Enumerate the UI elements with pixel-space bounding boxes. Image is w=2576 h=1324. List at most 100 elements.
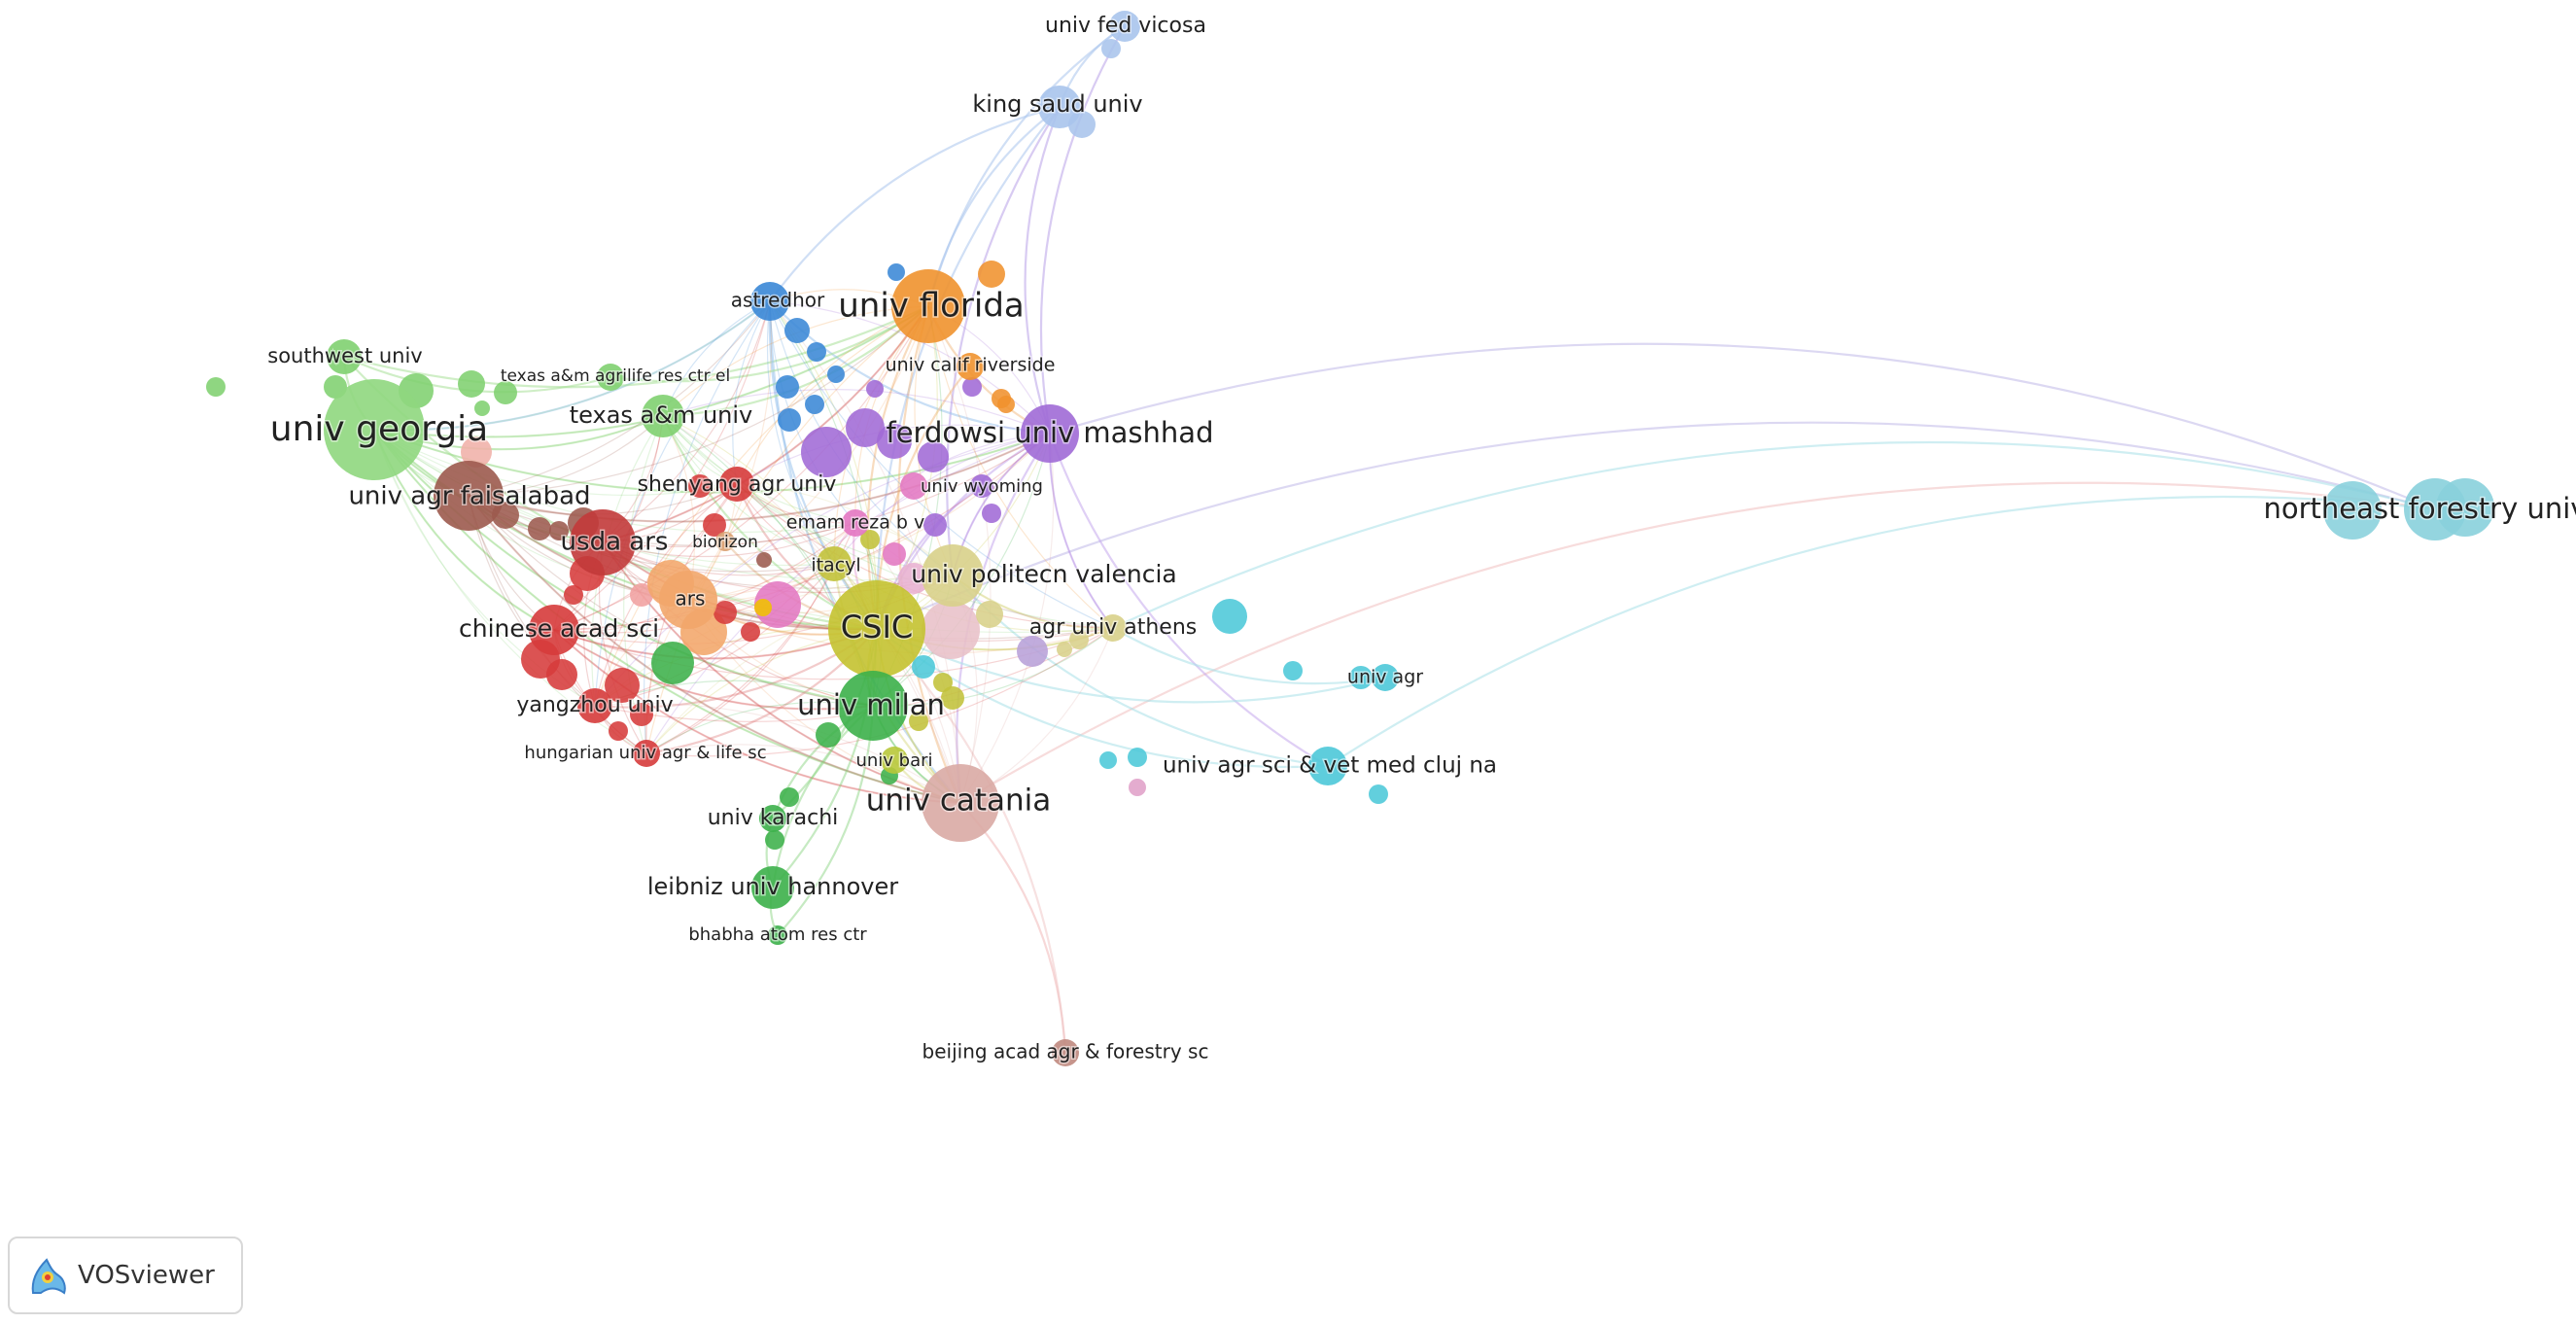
network-link: [553, 629, 874, 710]
node-uaf[interactable]: [434, 461, 504, 531]
node-label-shenyang: shenyang agr univ: [638, 472, 837, 497]
network-node: [206, 377, 226, 397]
node-nefu[interactable]: [2404, 478, 2466, 540]
network-node: [2323, 481, 2382, 540]
network-node: [805, 395, 824, 414]
node-label-nefu: northeast forestry univ: [2264, 492, 2576, 525]
node-astredhor[interactable]: [750, 282, 789, 321]
node-emam[interactable]: [842, 509, 869, 537]
network-node: [754, 581, 801, 628]
node-karachi[interactable]: [759, 805, 786, 832]
network-link: [1112, 627, 1386, 685]
network-link: [373, 300, 771, 431]
network-node: [1128, 748, 1147, 767]
network-link: [1049, 342, 2436, 511]
network-link: [468, 495, 961, 804]
node-biorizon[interactable]: [715, 532, 735, 551]
node-hannover[interactable]: [751, 866, 794, 909]
network-node: [651, 642, 694, 684]
node-tamlife[interactable]: [597, 364, 624, 391]
node-tamu[interactable]: [642, 395, 684, 437]
node-label-ferdowsi: ferdowsi univ mashhad: [887, 416, 1214, 449]
network-nodes: [206, 11, 2494, 1066]
network-node: [918, 441, 949, 472]
network-link: [553, 629, 961, 804]
network-link: [468, 495, 961, 805]
network-link: [833, 433, 1051, 565]
network-node: [1283, 661, 1303, 680]
node-label-southwest: southwest univ: [267, 344, 422, 367]
network-link: [468, 305, 929, 497]
node-label-emam: emam reza b v: [786, 512, 924, 534]
node-univagr[interactable]: [1372, 664, 1399, 691]
network-node: [1369, 784, 1388, 804]
network-node: [630, 703, 653, 726]
node-label-ksu: king saud univ: [972, 90, 1142, 118]
node-label-ars: ars: [676, 587, 706, 610]
node-itacyl[interactable]: [817, 546, 852, 581]
node-label-barc: bhabha atom res ctr: [688, 924, 867, 945]
node-hungarian[interactable]: [633, 740, 660, 767]
node-barc[interactable]: [768, 925, 787, 945]
network-link: [662, 305, 929, 417]
node-label-astredhor: astredhor: [731, 289, 825, 312]
node-uwyo[interactable]: [970, 474, 993, 498]
network-node: [1129, 779, 1146, 796]
node-label-csic: CSIC: [841, 609, 913, 645]
network-node: [784, 318, 810, 343]
node-yangzhou[interactable]: [577, 688, 612, 723]
network-node: [1101, 39, 1121, 58]
network-link: [553, 305, 929, 631]
network-link: [373, 429, 874, 708]
network-link: [952, 575, 1329, 768]
network-node: [780, 787, 799, 807]
node-ucr[interactable]: [957, 353, 984, 380]
network-node: [528, 517, 551, 540]
node-label-tamu: texas a&m univ: [570, 401, 753, 429]
node-aua[interactable]: [1099, 614, 1127, 642]
network-node: [982, 504, 1001, 523]
node-shenyang[interactable]: [719, 467, 754, 502]
network-link: [468, 495, 874, 707]
node-unimi[interactable]: [838, 671, 908, 741]
network-link: [876, 628, 1067, 1054]
network-link: [875, 106, 1061, 630]
network-node: [741, 622, 760, 642]
network-node: [860, 530, 880, 549]
network-link: [769, 105, 1061, 302]
network-node: [962, 377, 982, 397]
network-node: [827, 366, 845, 383]
network-node: [549, 521, 569, 540]
network-link: [468, 495, 856, 546]
network-node: [846, 408, 885, 447]
network-link: [662, 415, 961, 804]
network-node: [1349, 666, 1373, 689]
node-uniba[interactable]: [881, 747, 908, 774]
node-baafs[interactable]: [1052, 1039, 1079, 1066]
node-unict[interactable]: [922, 764, 999, 842]
node-uga[interactable]: [324, 379, 425, 480]
network-link: [662, 305, 929, 418]
network-link: [927, 305, 992, 804]
node-csic[interactable]: [828, 580, 925, 678]
node-usamv[interactable]: [1308, 747, 1347, 785]
network-link: [946, 106, 1061, 576]
node-ksu[interactable]: [1038, 86, 1081, 128]
node-ars[interactable]: [659, 571, 717, 629]
network-link: [645, 744, 961, 804]
node-upv[interactable]: [922, 544, 984, 607]
node-label-cas: chinese acad sci: [459, 614, 659, 643]
node-ferdowsi[interactable]: [1021, 404, 1079, 463]
network-link: [959, 481, 2436, 804]
node-label-usamv: univ agr sci & vet med cluj na: [1163, 753, 1497, 779]
network-link: [468, 433, 1051, 523]
node-label-unimi: univ milan: [797, 688, 945, 721]
node-southwest[interactable]: [327, 339, 362, 374]
node-ufv[interactable]: [1109, 11, 1140, 42]
network-link: [1024, 106, 1062, 435]
network-link: [876, 421, 2436, 631]
node-ufl[interactable]: [891, 269, 965, 343]
node-usda[interactable]: [570, 509, 636, 575]
node-cas[interactable]: [529, 605, 579, 655]
